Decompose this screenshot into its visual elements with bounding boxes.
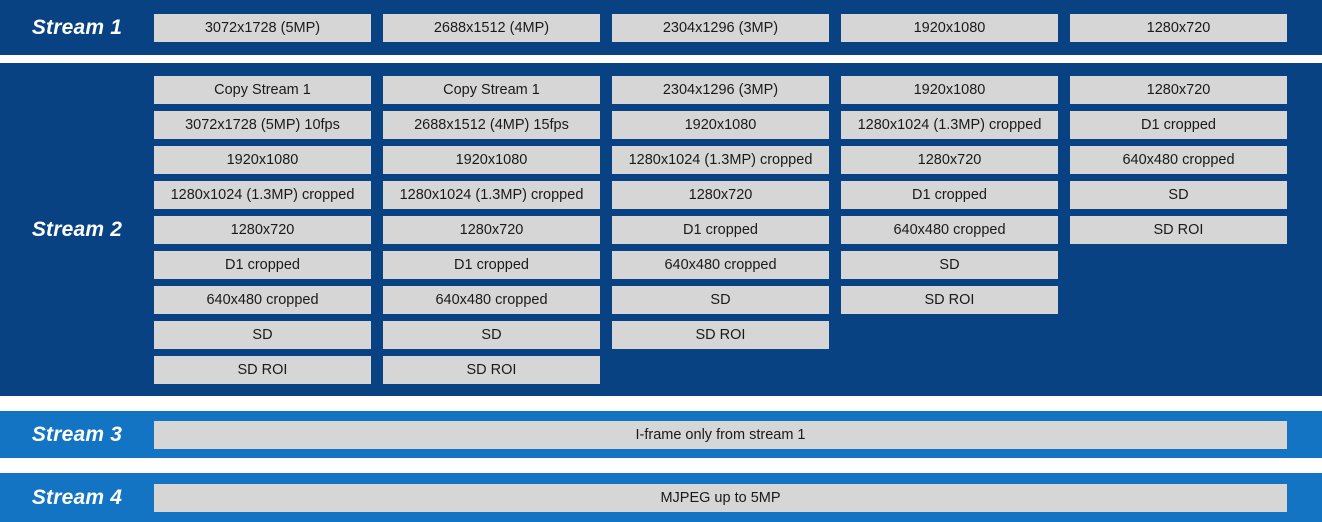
stream-2-option-cell[interactable]: 1920x1080 (841, 75, 1058, 104)
stream-1-options-row: 3072x1728 (5MP) 2688x1512 (4MP) 2304x129… (154, 13, 1287, 42)
stream-2-column-1: Copy Stream 1 3072x1728 (5MP) 10fps 1920… (154, 75, 371, 384)
stream-1-option-cell[interactable]: 3072x1728 (5MP) (154, 13, 371, 42)
stream-1-option-cell[interactable]: 1280x720 (1070, 13, 1287, 42)
stream-2-option-cell[interactable]: D1 cropped (383, 250, 600, 279)
stream-2-option-cell[interactable]: SD (154, 320, 371, 349)
stream-2-option-cell[interactable]: 640x480 cropped (154, 285, 371, 314)
stream-2-column-2: Copy Stream 1 2688x1512 (4MP) 15fps 1920… (383, 75, 600, 384)
stream-2-option-cell[interactable]: SD (612, 285, 829, 314)
stream-2-option-cell[interactable]: D1 cropped (612, 215, 829, 244)
stream-2-column-3: 2304x1296 (3MP) 1920x1080 1280x1024 (1.3… (612, 75, 829, 349)
stream-2-option-cell[interactable]: 1280x720 (612, 180, 829, 209)
stream-2-option-cell[interactable]: 3072x1728 (5MP) 10fps (154, 110, 371, 139)
stream-2-option-cell[interactable]: 1920x1080 (383, 145, 600, 174)
stream-3-panel: Stream 3 I-frame only from stream 1 (0, 411, 1322, 458)
stream-3-label: Stream 3 (31, 422, 123, 446)
stream-2-option-cell[interactable]: 640x480 cropped (383, 285, 600, 314)
stream-2-option-cell[interactable]: Copy Stream 1 (383, 75, 600, 104)
stream-2-label: Stream 2 (31, 217, 123, 241)
stream-2-option-cell[interactable]: SD ROI (383, 355, 600, 384)
stream-2-option-cell[interactable]: 1280x720 (383, 215, 600, 244)
stream-2-column-4: 1920x1080 1280x1024 (1.3MP) cropped 1280… (841, 75, 1058, 314)
stream-4-option-cell[interactable]: MJPEG up to 5MP (154, 483, 1287, 512)
stream-2-option-cell[interactable]: 1920x1080 (612, 110, 829, 139)
stream-2-option-cell[interactable]: SD (1070, 180, 1287, 209)
stream-2-option-cell[interactable]: 640x480 cropped (612, 250, 829, 279)
stream-2-option-cell[interactable]: 640x480 cropped (1070, 145, 1287, 174)
stream-2-panel: Stream 2 Copy Stream 1 3072x1728 (5MP) 1… (0, 63, 1322, 396)
stream-2-option-cell[interactable]: 1280x720 (154, 215, 371, 244)
stream-2-option-cell[interactable]: 1920x1080 (154, 145, 371, 174)
stream-3-option-cell[interactable]: I-frame only from stream 1 (154, 420, 1287, 449)
stream-2-option-cell[interactable]: 1280x1024 (1.3MP) cropped (383, 180, 600, 209)
stream-2-option-cell[interactable]: SD (383, 320, 600, 349)
stream-2-option-cell[interactable]: 640x480 cropped (841, 215, 1058, 244)
stream-2-option-cell[interactable]: 1280x1024 (1.3MP) cropped (612, 145, 829, 174)
stream-2-option-cell[interactable]: SD ROI (154, 355, 371, 384)
stream-2-option-cell[interactable]: D1 cropped (154, 250, 371, 279)
stream-2-option-cell[interactable]: 1280x1024 (1.3MP) cropped (841, 110, 1058, 139)
stream-2-option-cell[interactable]: 2304x1296 (3MP) (612, 75, 829, 104)
stream-2-option-cell[interactable]: Copy Stream 1 (154, 75, 371, 104)
stream-1-option-cell[interactable]: 2304x1296 (3MP) (612, 13, 829, 42)
stream-4-panel: Stream 4 MJPEG up to 5MP (0, 473, 1322, 522)
stream-2-option-cell[interactable]: 1280x1024 (1.3MP) cropped (154, 180, 371, 209)
stream-2-option-cell[interactable]: SD ROI (612, 320, 829, 349)
stream-2-option-cell[interactable]: D1 cropped (841, 180, 1058, 209)
stream-2-options-grid: Copy Stream 1 3072x1728 (5MP) 10fps 1920… (154, 75, 1287, 384)
stream-1-option-cell[interactable]: 2688x1512 (4MP) (383, 13, 600, 42)
stream-4-label: Stream 4 (31, 485, 123, 509)
stream-2-option-cell[interactable]: SD ROI (841, 285, 1058, 314)
stream-2-option-cell[interactable]: 1280x720 (841, 145, 1058, 174)
stream-2-option-cell[interactable]: 2688x1512 (4MP) 15fps (383, 110, 600, 139)
stream-2-option-cell[interactable]: 1280x720 (1070, 75, 1287, 104)
stream-1-panel: Stream 1 3072x1728 (5MP) 2688x1512 (4MP)… (0, 0, 1322, 55)
stream-1-option-cell[interactable]: 1920x1080 (841, 13, 1058, 42)
stream-2-column-5: 1280x720 D1 cropped 640x480 cropped SD S… (1070, 75, 1287, 244)
stream-1-label: Stream 1 (31, 15, 123, 39)
stream-2-option-cell[interactable]: D1 cropped (1070, 110, 1287, 139)
stream-2-option-cell[interactable]: SD (841, 250, 1058, 279)
stream-2-option-cell[interactable]: SD ROI (1070, 215, 1287, 244)
